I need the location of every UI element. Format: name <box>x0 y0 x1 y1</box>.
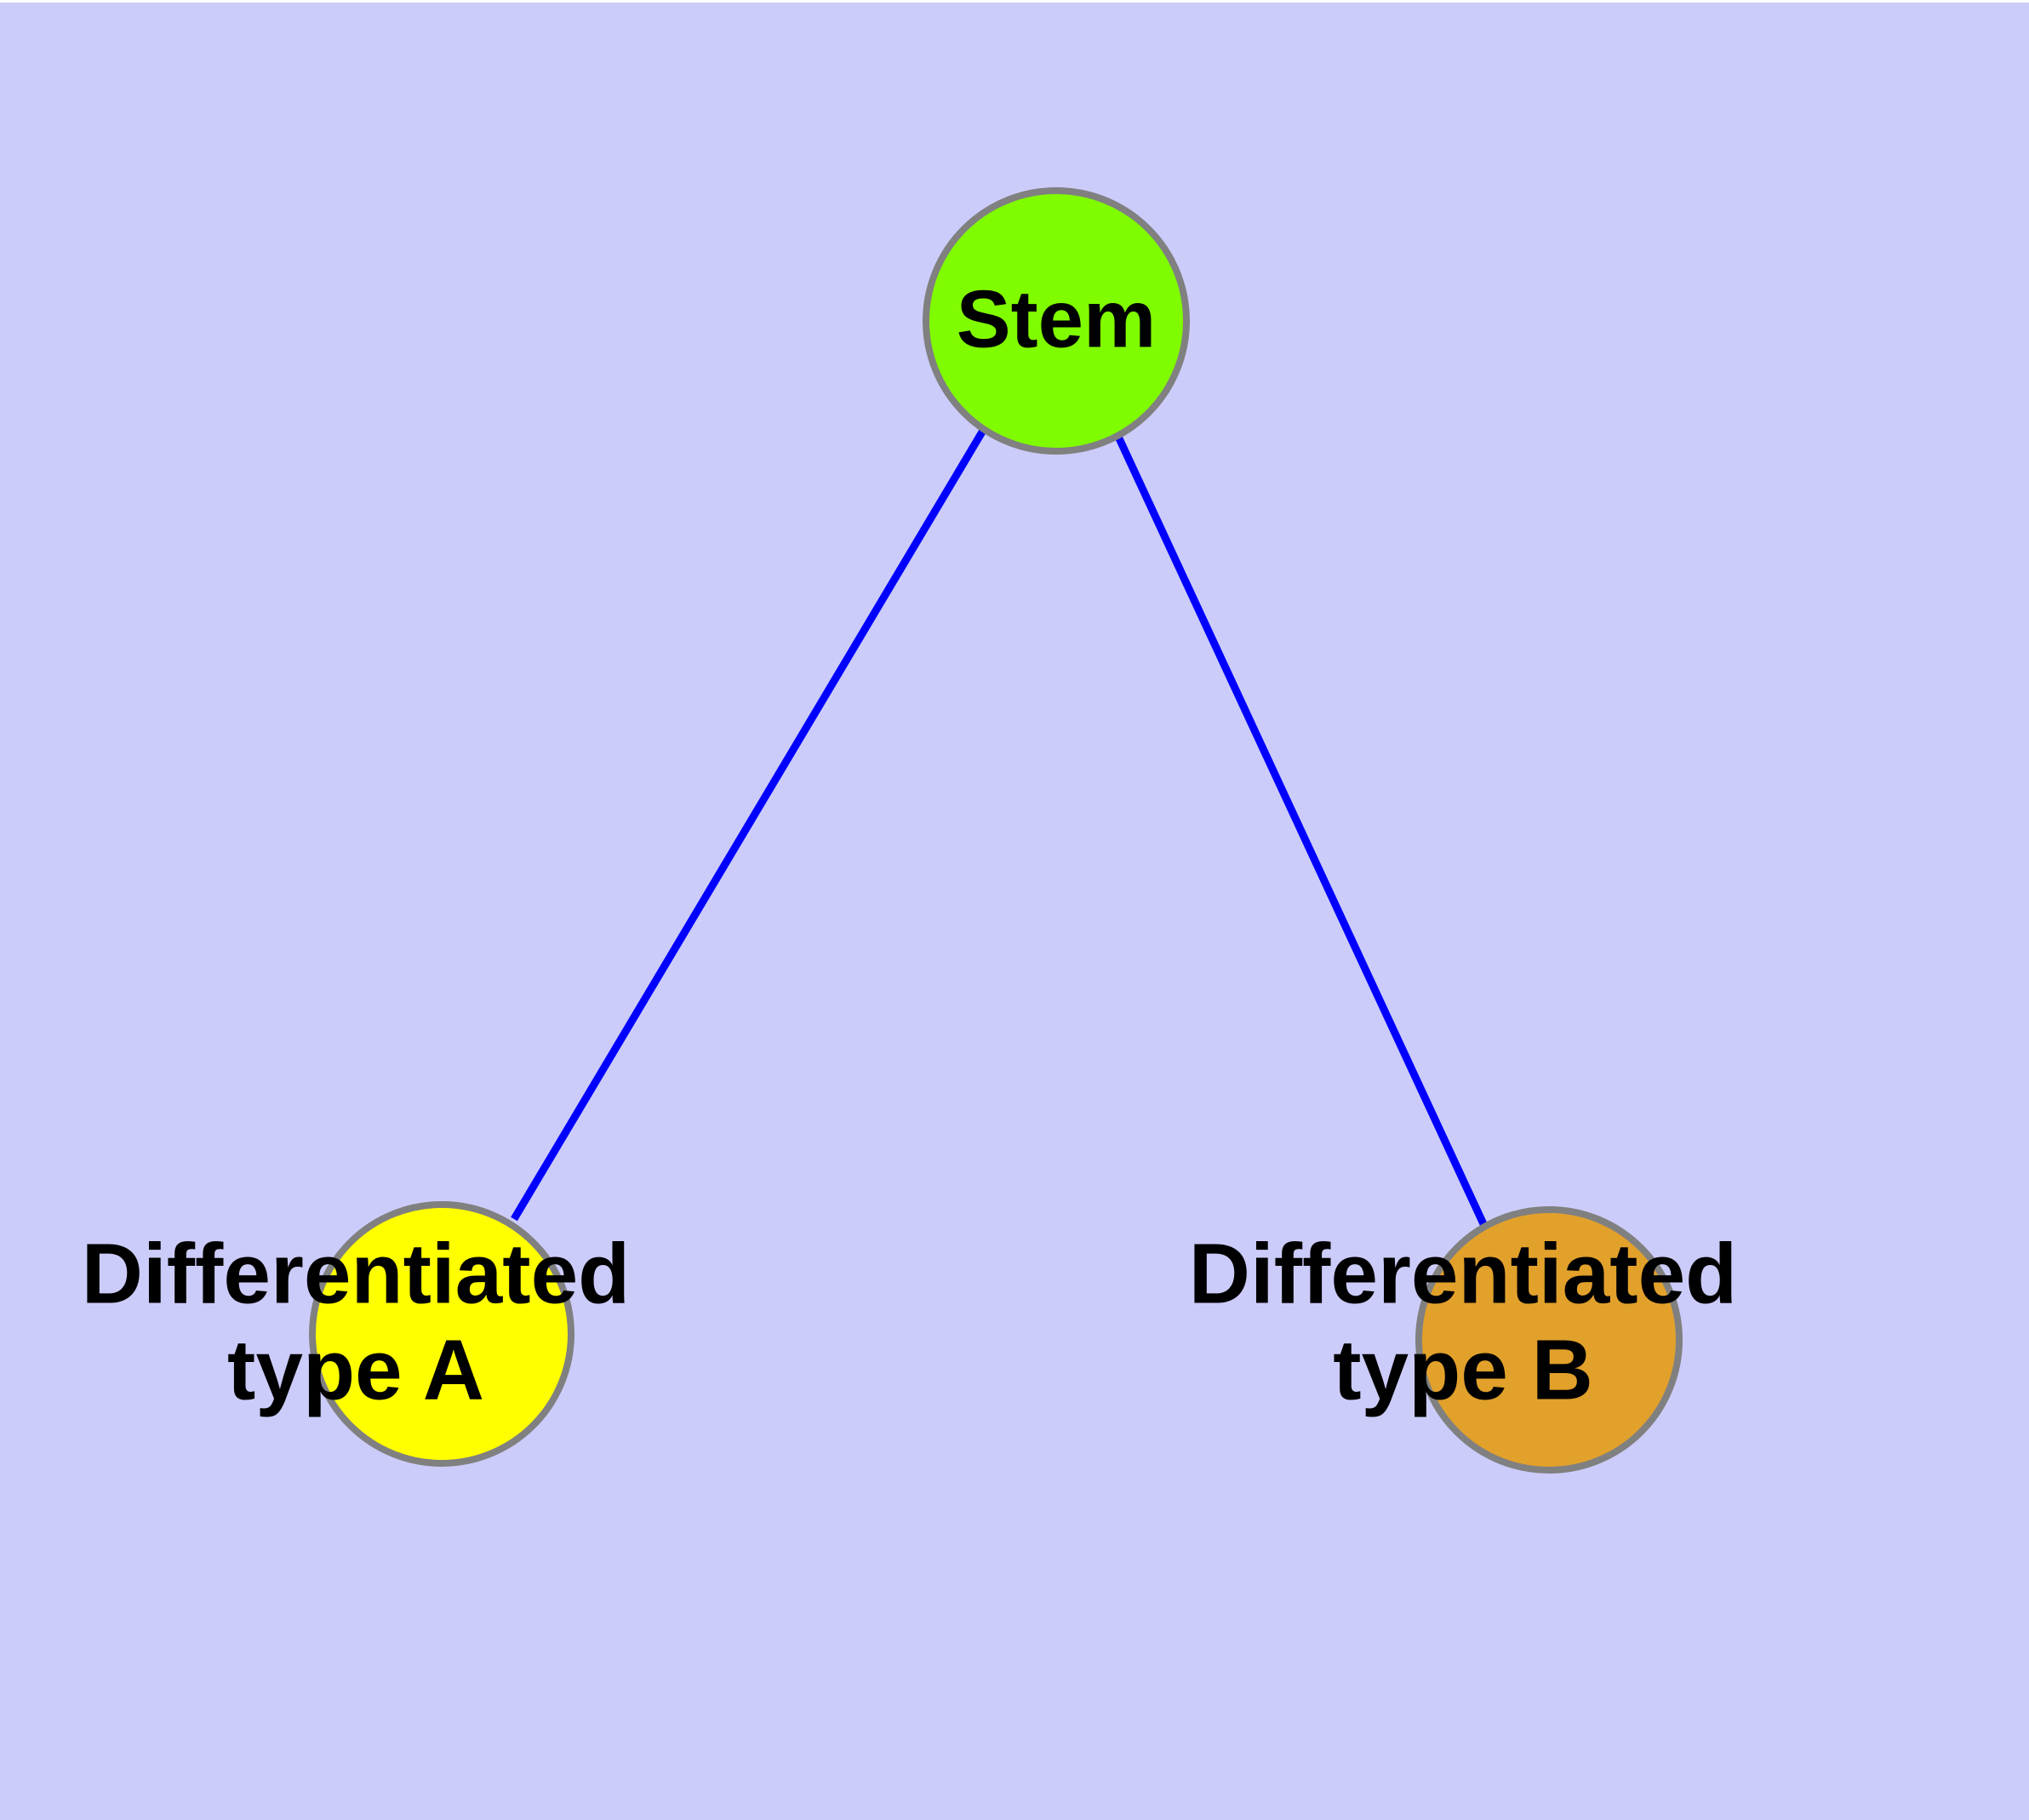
node-circle-stem[interactable] <box>923 187 1190 455</box>
edge-layer <box>511 424 1489 1228</box>
node-label-diff-b-line2: type B <box>1333 1322 1593 1417</box>
edge-stem-to-diff-a[interactable] <box>511 426 987 1222</box>
node-diff-b[interactable] <box>1415 1206 1683 1474</box>
node-circle-diff-a[interactable] <box>309 1201 574 1467</box>
node-circle-diff-b[interactable] <box>1415 1206 1683 1474</box>
node-diff-a[interactable] <box>309 1201 574 1467</box>
label-layer: Stem Differentiated type A Differentiate… <box>82 273 1738 1417</box>
node-label-diff-a-line2: type A <box>227 1322 484 1417</box>
node-label-stem: Stem <box>957 273 1157 364</box>
edge-stem-to-diff-b[interactable] <box>1109 424 1489 1228</box>
top-hairline <box>0 0 2029 3</box>
node-label-diff-b-line1: Differentiated <box>1189 1226 1738 1321</box>
node-stem[interactable] <box>923 187 1190 455</box>
node-label-diff-a-line1: Differentiated <box>82 1226 631 1321</box>
